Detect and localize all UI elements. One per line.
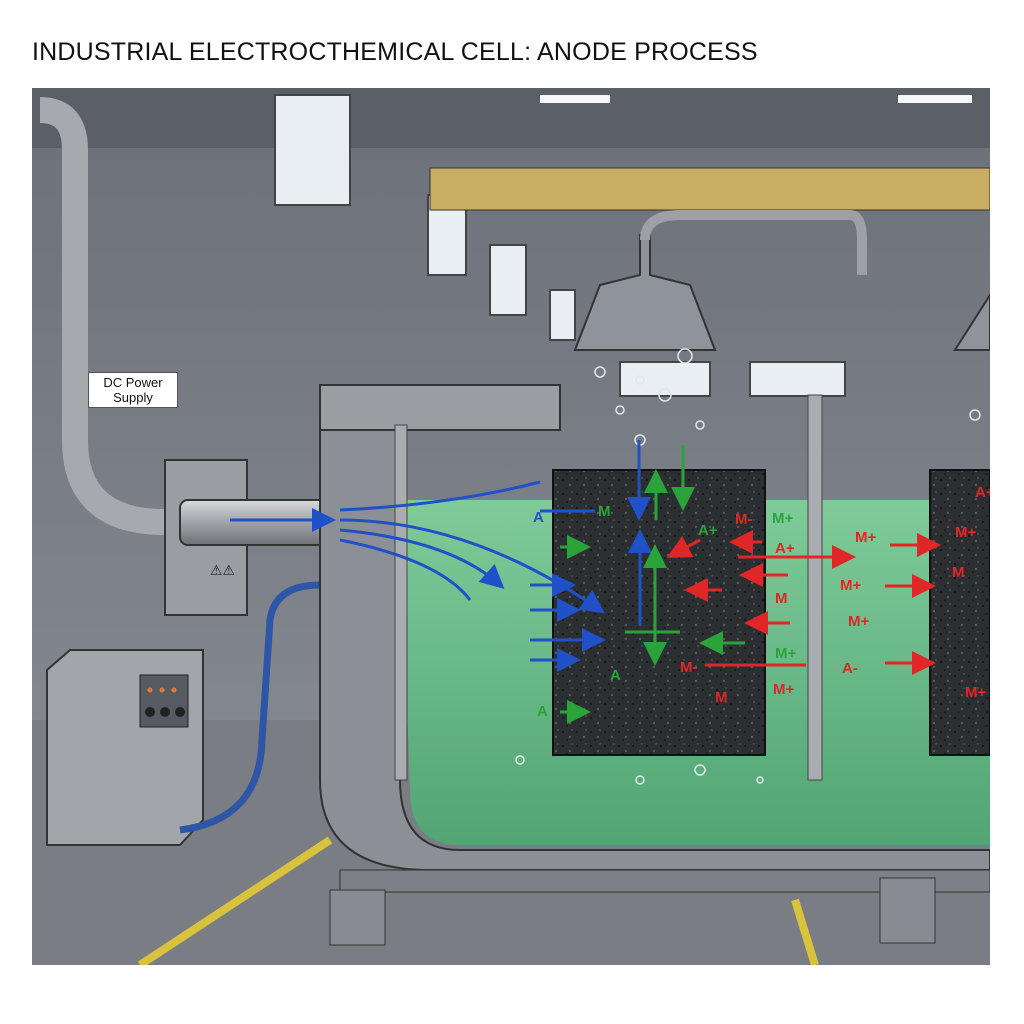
ion-label: M+: [848, 613, 869, 630]
warning-icon: ⚠⚠: [210, 562, 235, 578]
green-ion-arrows: [560, 445, 745, 724]
anode-block-right: [929, 469, 990, 756]
ion-label: A-: [842, 660, 858, 677]
ion-label: M+: [855, 529, 876, 546]
ion-label: M: [952, 564, 965, 581]
exhaust-hood-right: [953, 293, 990, 351]
page-title: INDUSTRIAL ELECTROCTHEMICAL CELL: ANODE …: [32, 38, 758, 66]
windows: [274, 94, 846, 397]
floor-lines: [137, 836, 819, 965]
power-supply-label: DC Power Supply: [88, 372, 178, 408]
ion-label: M+: [955, 524, 976, 541]
tank-base: [339, 869, 990, 893]
ion-label: A+: [975, 484, 990, 501]
exhaust-hood: [573, 234, 717, 351]
ion-labels: A M A+ A A M+ M+ M- A+ M+ M+ M M+ M- A- M+ M A+ M+ M M+: [533, 484, 990, 720]
ion-label: A+: [698, 522, 718, 539]
ion-label: M-: [680, 659, 698, 676]
ion-label: M: [598, 503, 611, 520]
blue-cable: [179, 581, 321, 834]
ion-label: M: [775, 590, 788, 607]
cable-connector: [179, 499, 341, 546]
ion-label: M+: [773, 681, 794, 698]
ion-label: M-: [735, 511, 753, 528]
overhead-crane: [429, 167, 990, 211]
hood-pipe: [640, 210, 867, 275]
tank-leg: [329, 889, 386, 946]
separator-rod: [807, 394, 823, 781]
factory-illustration: ⚠⚠: [32, 88, 990, 965]
left-rod: [394, 424, 408, 781]
tank-top-frame: [319, 384, 561, 431]
ion-label: M: [715, 689, 728, 706]
ceiling: [32, 88, 990, 148]
ion-label: M+: [772, 510, 793, 527]
ion-label: A: [533, 509, 544, 526]
ion-label: A: [610, 667, 621, 684]
ion-label: M+: [775, 645, 796, 662]
ion-label: A+: [775, 540, 795, 557]
ion-label: M+: [965, 684, 986, 701]
ion-label: A: [537, 703, 548, 720]
cation-flow-arrows: [666, 530, 941, 675]
tank-leg: [879, 877, 936, 944]
electron-flow-arrows: [230, 440, 652, 672]
ion-label: M+: [840, 577, 861, 594]
ceiling-light: [540, 95, 610, 103]
ceiling-light: [898, 95, 972, 103]
conduit-pipe: [39, 97, 200, 535]
power-supply-unit: [46, 649, 204, 846]
